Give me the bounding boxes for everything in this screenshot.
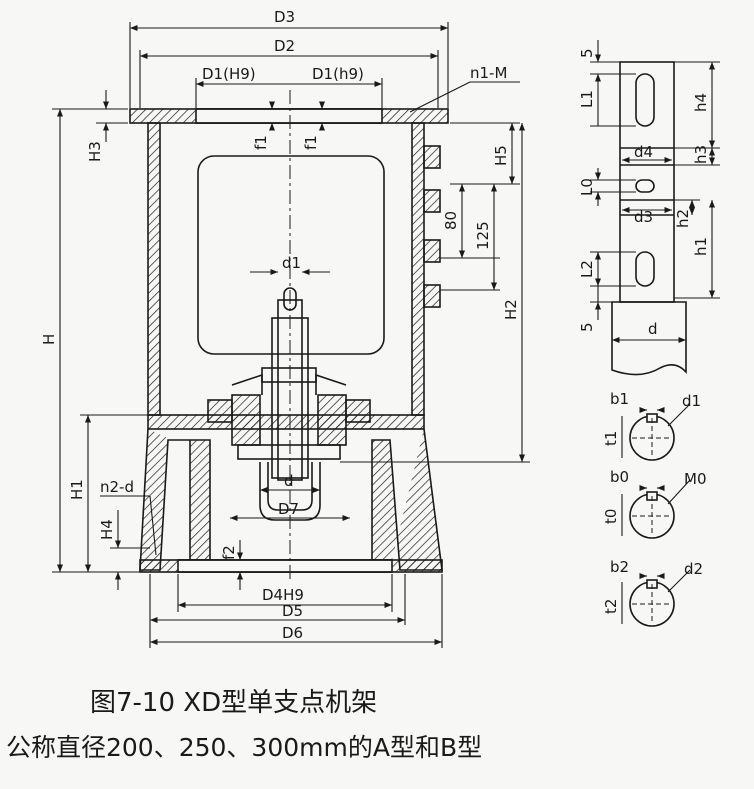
label-f1-left: f1 xyxy=(252,135,270,150)
key-dimensions xyxy=(621,403,691,624)
label-d: d xyxy=(284,472,294,490)
label-D1H9: D1(H9) xyxy=(202,65,256,83)
label-D1h9: D1(h9) xyxy=(312,65,364,83)
label-shaft-5-top: 5 xyxy=(578,48,596,58)
label-D4H9: D4H9 xyxy=(262,586,304,604)
label-D6: D6 xyxy=(282,624,303,642)
shaft-view xyxy=(611,61,687,376)
label-h4: h4 xyxy=(692,93,710,112)
label-80: 80 xyxy=(442,211,460,230)
label-b1: b1 xyxy=(610,390,629,408)
label-L2: L2 xyxy=(578,260,596,278)
label-D7: D7 xyxy=(278,500,299,518)
label-d3: d3 xyxy=(634,208,653,226)
label-f1-right: f1 xyxy=(302,135,320,150)
label-t2: t2 xyxy=(602,599,620,614)
label-h1: h1 xyxy=(692,237,710,256)
label-t0: t0 xyxy=(602,509,620,524)
shaft-dimensions xyxy=(590,40,720,344)
label-M0: M0 xyxy=(684,470,707,488)
label-t1: t1 xyxy=(602,431,620,446)
label-h2: h2 xyxy=(674,209,692,228)
label-H2: H2 xyxy=(502,299,520,320)
label-b0: b0 xyxy=(610,468,629,486)
label-b2: b2 xyxy=(610,558,629,576)
label-d2: d2 xyxy=(684,560,703,578)
label-shaft-5-bottom: 5 xyxy=(578,322,596,332)
label-shaft-d: d xyxy=(648,320,658,338)
label-D5: D5 xyxy=(282,602,303,620)
label-n1M: n1-M xyxy=(470,64,507,82)
label-f2: f2 xyxy=(220,545,238,560)
label-h3: h3 xyxy=(692,145,710,164)
label-d1-section: d1 xyxy=(682,392,701,410)
label-H5: H5 xyxy=(492,145,510,166)
label-H4: H4 xyxy=(98,519,116,540)
figure-caption-title: 图7-10 XD型单支点机架 xyxy=(90,688,378,718)
label-H: H xyxy=(40,334,58,345)
label-D3: D3 xyxy=(274,8,295,26)
label-125: 125 xyxy=(474,221,492,250)
main-dimensions xyxy=(52,22,530,648)
label-d1: d1 xyxy=(282,254,301,272)
frame-body xyxy=(129,108,449,573)
figure-caption-subtitle: 公称直径200、250、300mm的A型和B型 xyxy=(6,733,483,762)
label-n2d: n2-d xyxy=(100,478,134,496)
label-L0: L0 xyxy=(578,178,596,196)
label-d4: d4 xyxy=(634,143,653,161)
label-H3: H3 xyxy=(86,141,104,162)
label-L1: L1 xyxy=(578,90,596,108)
key-sections xyxy=(629,413,675,627)
label-D2: D2 xyxy=(274,37,295,55)
label-H1: H1 xyxy=(68,479,86,500)
